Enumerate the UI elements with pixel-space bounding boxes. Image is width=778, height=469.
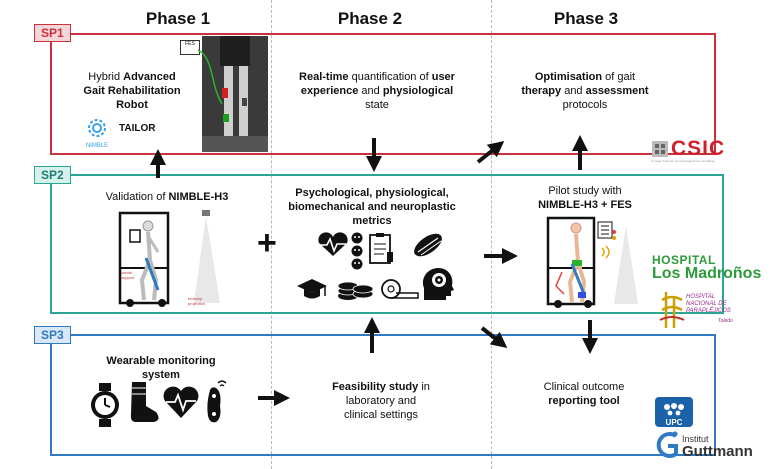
pilot-robot-illustration: [546, 216, 638, 308]
guttmann-emblem-icon: [656, 431, 678, 458]
sp1-phase1-text: Hybrid Advanced Gait Rehabilitation Robo…: [83, 71, 181, 111]
tailor-label: TAILOR: [119, 123, 156, 134]
sp1-phase3-text: Optimisation of gait therapy and assessm…: [521, 71, 649, 111]
tape-measure-icon: [381, 279, 419, 299]
sock-sensor-icon: [130, 382, 159, 422]
csic-emblem-icon: [652, 141, 668, 157]
nimble-logo: [88, 119, 106, 137]
questionnaire-icon: [369, 233, 393, 264]
sp3-tag: SP3: [34, 326, 71, 344]
csic-logo-text: CSIC: [671, 137, 726, 160]
graduation-cap-icon: [297, 279, 327, 299]
sp2-tag: SP2: [34, 166, 71, 184]
sp3-box: [50, 334, 716, 456]
gait-robot-illustration: [118, 210, 220, 307]
phase-2-header: Phase 2: [337, 9, 403, 28]
toledo-label: Toledo: [718, 318, 733, 324]
upc-label: UPC: [665, 418, 683, 427]
heart-monitor-icon: [163, 386, 199, 418]
arrow-diagonal-down: [480, 326, 508, 348]
sp3-phase2-text: Feasibility study in laboratory and clin…: [332, 381, 430, 421]
phase-1-header: Phase 1: [145, 9, 211, 28]
madronos-logo-text: Los Madroños: [652, 265, 762, 282]
brain-head-icon: [422, 268, 454, 300]
sp1-phase2-text: Real-time quantification of user experie…: [299, 71, 455, 111]
hnp-emblem-icon: [659, 292, 685, 328]
smartwatch-icon: [91, 383, 119, 427]
coins-icon: [337, 281, 374, 300]
sp2-phase1-text: Validation of NIMBLE-H3: [105, 191, 229, 203]
fes-wire: [197, 49, 223, 105]
plus-sign: +: [257, 224, 277, 262]
sp2-box: [50, 174, 724, 314]
sp1-tag: SP1: [34, 24, 71, 42]
fes-device: FES: [180, 40, 200, 55]
hospital-label: HOSPITAL: [652, 253, 716, 267]
exoskeleton-illustration: [202, 36, 268, 152]
arrow-diagonal-up: [476, 141, 505, 164]
insole-sensor-icon: [207, 380, 227, 423]
robot-caption-right: footstep projection: [188, 296, 206, 306]
institut-label: Institut: [682, 434, 709, 444]
guttmann-label: Guttmann: [682, 443, 753, 460]
nimble-label: NIMBLE: [85, 143, 109, 149]
upc-logo-emblem: [655, 397, 693, 427]
robot-photo: [202, 36, 268, 152]
sp2-phase2-text: Psychological, physiological, biomechani…: [288, 187, 456, 227]
sp3-phase3-text: Clinical outcome reporting tool: [543, 381, 625, 407]
muscle-icon: [414, 233, 442, 257]
heartbeat-icon: [318, 232, 348, 256]
sp2-phase3-text: Pilot study with NIMBLE-H3 + FES: [538, 185, 632, 211]
phase-3-header: Phase 3: [553, 9, 619, 28]
sp1-box: [50, 33, 716, 155]
emotion-faces-icon: [351, 232, 363, 270]
phase-divider: [271, 0, 272, 469]
robot-caption-left: partial support: [121, 270, 135, 280]
phase-divider: [491, 0, 492, 469]
csic-subtitle: Consejo Superior de Investigaciones Cien…: [651, 159, 715, 163]
